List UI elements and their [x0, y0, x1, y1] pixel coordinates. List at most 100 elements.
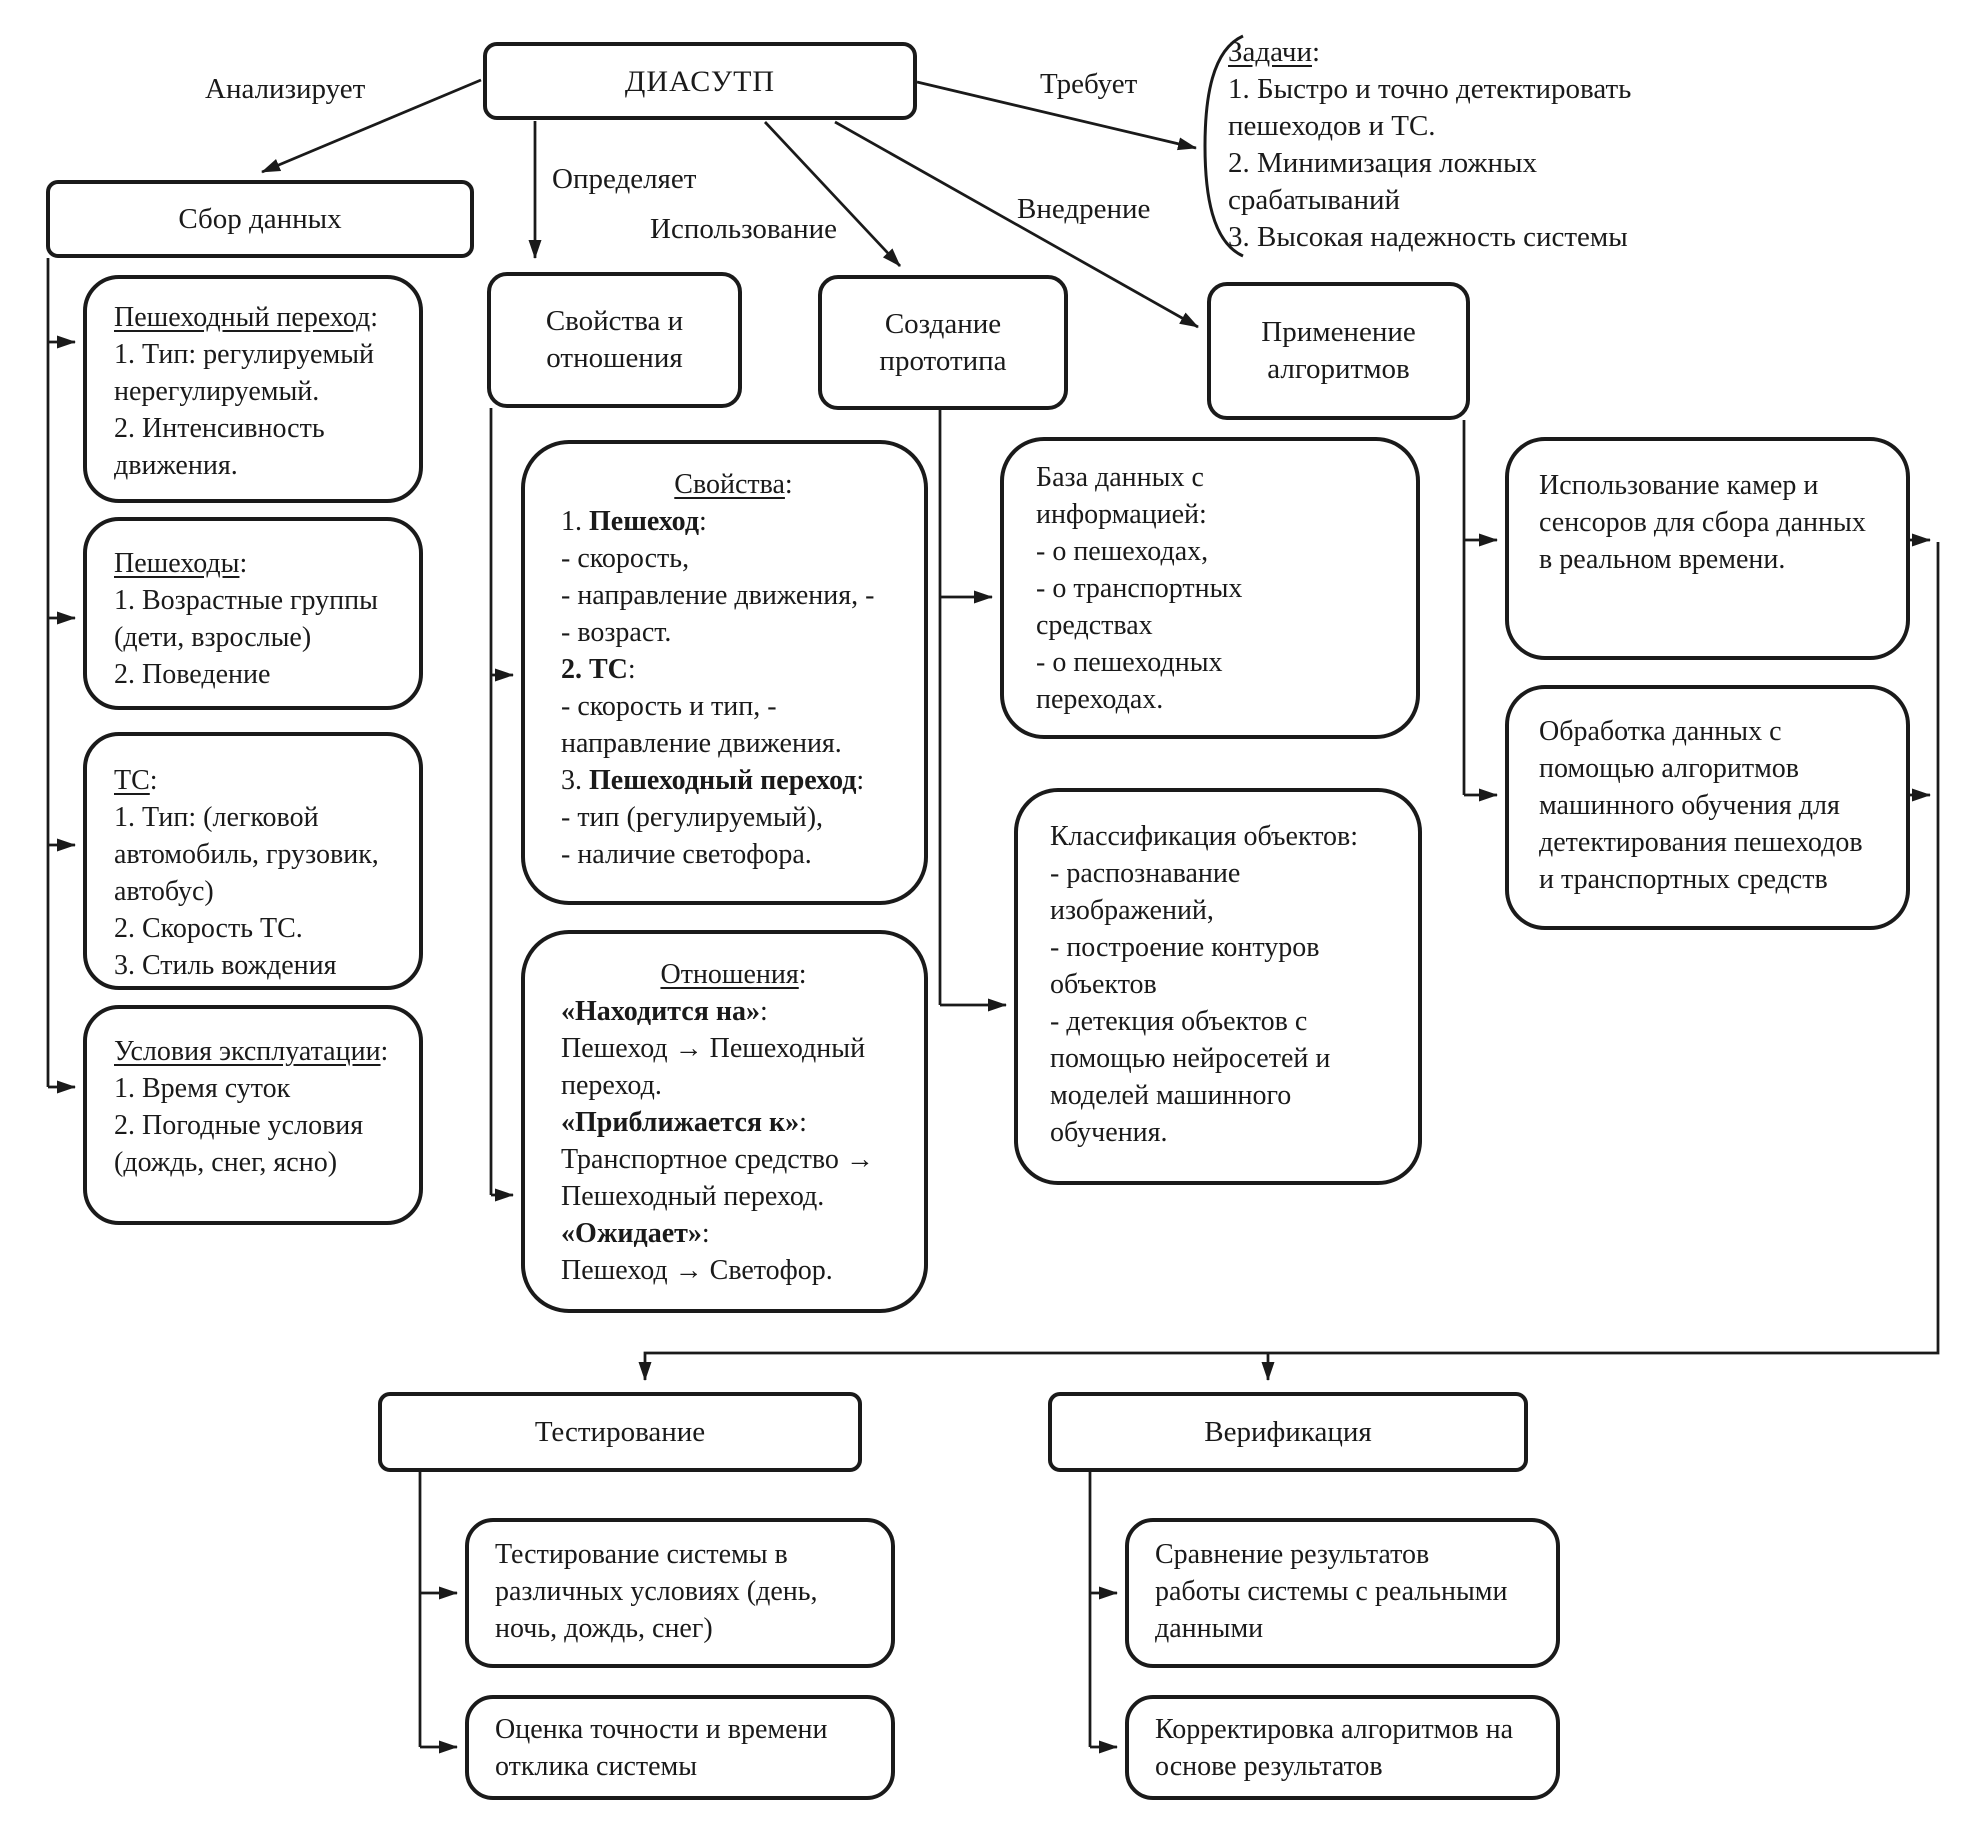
text-line: - скорость и тип, - [561, 691, 777, 722]
text-line: Отношения: [660, 959, 807, 990]
text-line: 3. Пешеходный переход: [561, 765, 865, 796]
text-line: 1. Время суток [114, 1073, 291, 1104]
text-line: 1. Тип: (легковой [114, 802, 319, 833]
text-line: помощью алгоритмов [1539, 753, 1800, 784]
text-line: отклика системы [495, 1751, 698, 1782]
text-line: 1. Тип: регулируемый [114, 339, 374, 370]
node-verification: Верификация [1048, 1392, 1528, 1472]
text-line: Корректировка алгоритмов на [1155, 1714, 1513, 1745]
text-line: Пешеходный переход. [561, 1181, 825, 1212]
text-line: База данных с [1036, 462, 1204, 493]
text-line: машинного обучения для [1539, 790, 1840, 821]
text-line: - о пешеходных [1036, 647, 1223, 678]
text-line: - построение контуров [1050, 932, 1320, 963]
node-algorithm-correction: Корректировка алгоритмов на основе резуль… [1125, 1695, 1560, 1800]
text-line: (дети, взрослые) [114, 622, 312, 653]
text-line: в реальном времени. [1539, 544, 1786, 575]
text-line: прототипа [879, 344, 1007, 377]
text-line: Тестирование системы в [495, 1539, 788, 1570]
text-line: пешеходов и ТС. [1228, 110, 1436, 142]
text-line: 2. Минимизация ложных [1228, 147, 1537, 179]
node-properties-relations: Свойства и отношения [487, 272, 742, 408]
node-properties: Свойства:1. Пешеход:- скорость,- направл… [521, 440, 928, 905]
edge-label-requires: Требует [1040, 68, 1138, 100]
text-line: алгоритмов [1267, 353, 1410, 385]
text-line: - возраст. [561, 617, 672, 648]
text-line: сенсоров для сбора данных [1539, 507, 1866, 538]
text-line: Свойства: [674, 469, 793, 500]
node-classification: Классификация объектов: - распознавание из… [1014, 788, 1422, 1185]
edge-label-usage: Использование [650, 213, 838, 245]
text-line: 2. Интенсивность [114, 413, 325, 444]
node-root: ДИАСУТП [483, 42, 917, 120]
text-line: Задачи: [1228, 36, 1321, 68]
text-line: Пешеходы: [114, 548, 248, 579]
text-line: Применение [1261, 316, 1416, 348]
tasks-block: Задачи: 1. Быстро и точно детектировать пе… [1228, 34, 1631, 256]
text-line: Оценка точности и времени [495, 1714, 828, 1745]
text-line: - детекция объектов с [1050, 1006, 1308, 1037]
text-line: объектов [1050, 969, 1157, 1000]
text-line: - наличие светофора. [561, 839, 812, 870]
text-line: обучения. [1050, 1117, 1168, 1148]
edge-label-analyzes: Анализирует [205, 73, 366, 105]
text-line: моделей машинного [1050, 1080, 1292, 1111]
text-line: 2. ТС: [561, 654, 636, 685]
text-line: Пешеход → Пешеходный [561, 1033, 866, 1064]
node-algorithms: Применение алгоритмов [1207, 282, 1470, 420]
root-title: ДИАСУТП [624, 64, 776, 98]
text-line: переход. [561, 1070, 662, 1101]
text-line: ночь, дождь, снег) [495, 1613, 713, 1644]
text-line: «Приближается к»: [561, 1107, 807, 1138]
text-line: изображений, [1050, 895, 1214, 926]
text-line: (дождь, снег, ясно) [114, 1147, 338, 1178]
text-line: движения. [114, 450, 238, 481]
text-line: Транспортное средство → [561, 1144, 874, 1175]
text-line: Пешеходный переход: [114, 302, 379, 333]
text-line: средствах [1036, 610, 1153, 641]
verification-title: Верификация [1204, 1415, 1372, 1448]
text-line: Классификация объектов: [1050, 821, 1359, 852]
node-relations: Отношения: «Находится на»: Пешеход → Пешех… [521, 930, 928, 1313]
text-line: «Ожидает»: [561, 1218, 710, 1249]
text-line: 2. Скорость ТС. [114, 913, 303, 944]
node-pedestrians: Пешеходы:1. Возрастные группы(дети, взро… [83, 517, 423, 710]
text-line: отношения [546, 342, 683, 374]
text-line: Сравнение результатов [1155, 1539, 1430, 1570]
text-line: 1. Быстро и точно детектировать [1228, 73, 1632, 105]
text-line: переходах. [1036, 684, 1164, 715]
text-line: работы системы с реальными [1155, 1576, 1508, 1607]
text-line: помощью нейросетей и [1050, 1043, 1331, 1074]
text-line: ТС: [114, 765, 158, 796]
text-line: 2. Погодные условия [114, 1110, 364, 1141]
testing-title: Тестирование [534, 1415, 706, 1448]
node-accuracy-evaluation: Оценка точности и времени отклика системы [465, 1695, 895, 1800]
data-collection-title: Сбор данных [178, 202, 342, 235]
text-line: детектирования пешеходов [1539, 827, 1863, 858]
text-line: основе результатов [1155, 1751, 1383, 1782]
text-line: данными [1155, 1613, 1264, 1644]
node-processing: Обработка данных с помощью алгоритмов маши… [1505, 685, 1910, 930]
text-line: «Находится на»: [561, 996, 768, 1027]
text-line: - о пешеходах, [1036, 536, 1209, 567]
text-line: автобус) [114, 876, 214, 907]
text-line: - тип (регулируемый), [561, 802, 824, 833]
text-line: срабатываний [1228, 184, 1401, 216]
text-line: 2. Поведение [114, 659, 271, 690]
text-line: 3. Высокая надежность системы [1228, 221, 1628, 253]
text-line: направление движения. [561, 728, 842, 759]
text-line: - о транспортных [1036, 573, 1243, 604]
text-line: - распознавание [1050, 858, 1241, 889]
node-results-comparison: Сравнение результатов работы системы с ре… [1125, 1518, 1560, 1668]
text-line: Обработка данных с [1539, 716, 1782, 747]
text-line: - скорость, [561, 543, 690, 574]
node-data-collection: Сбор данных [46, 180, 474, 258]
text-line: Свойства и [545, 305, 684, 337]
